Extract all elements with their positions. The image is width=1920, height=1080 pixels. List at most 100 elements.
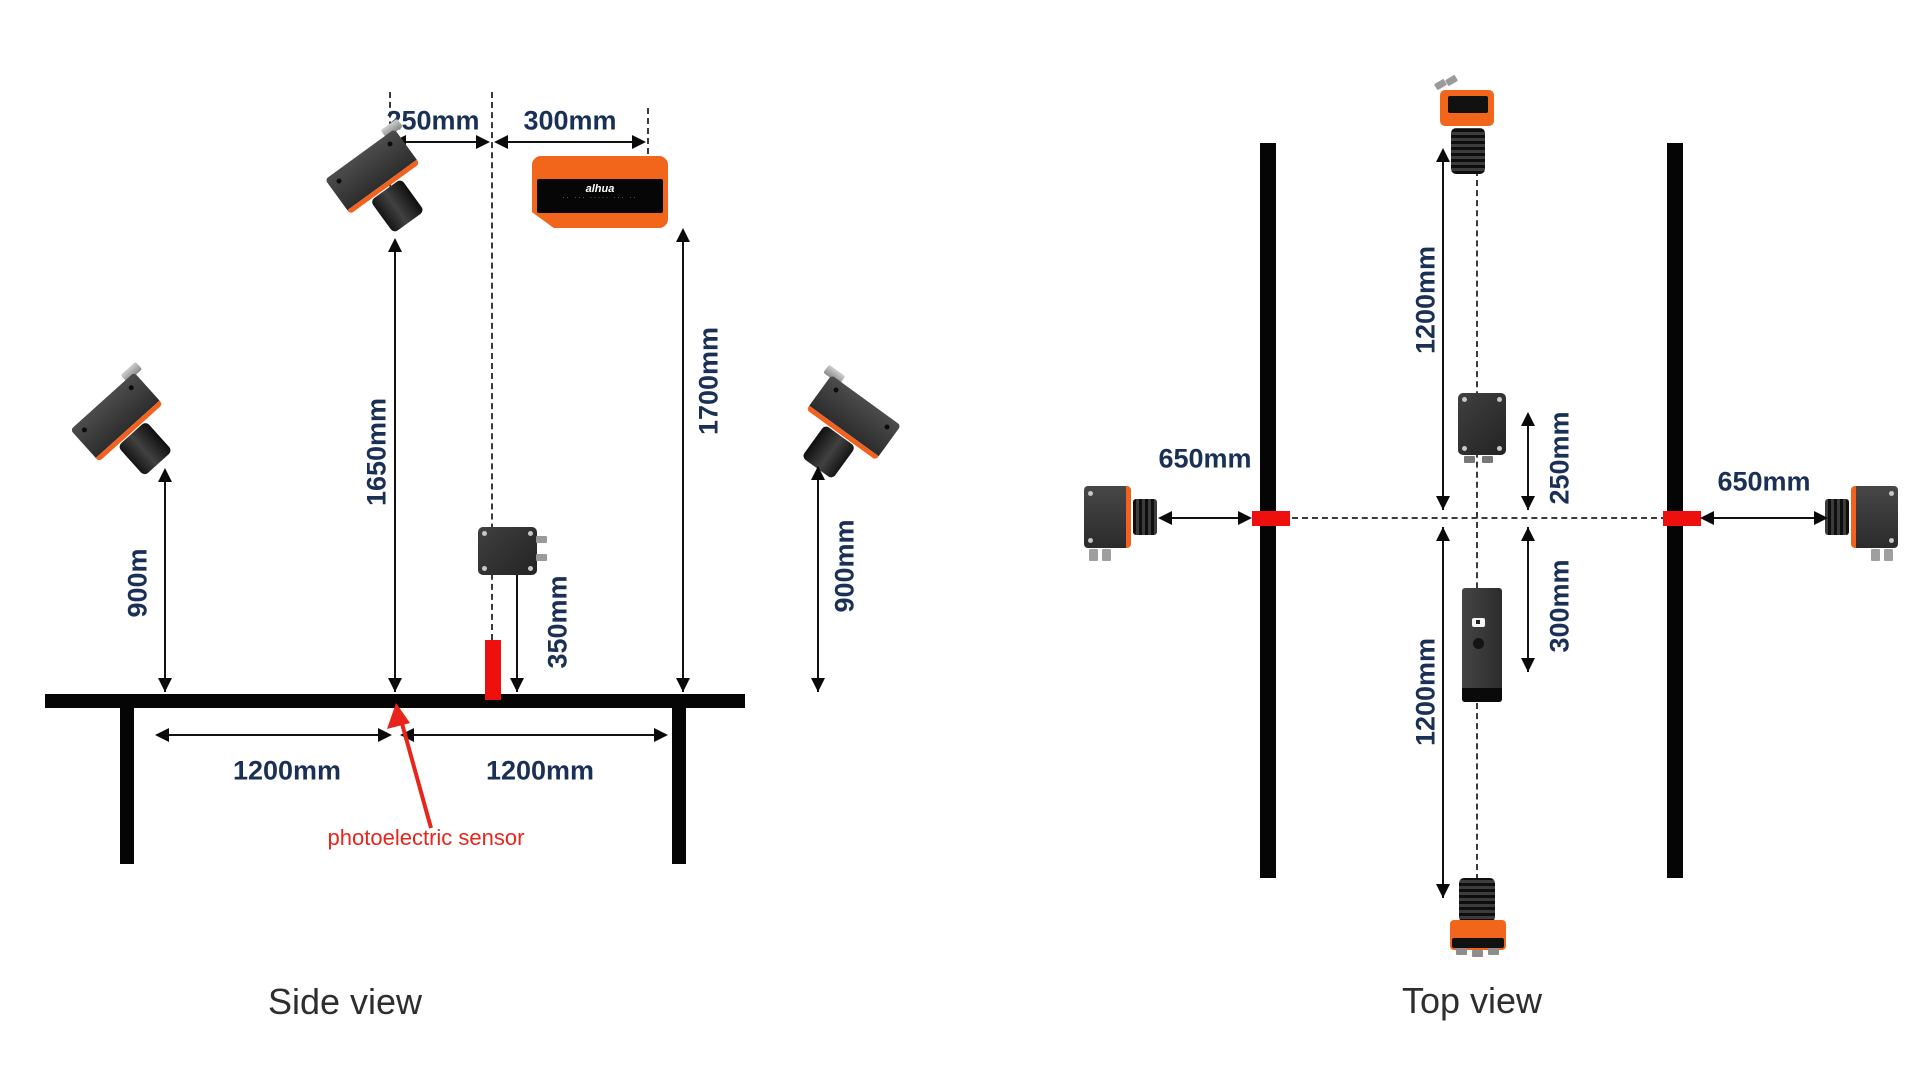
dim-1700-arrow-down <box>676 678 690 692</box>
camera-connector-icon <box>1456 948 1467 955</box>
illuminator-band <box>1462 688 1502 702</box>
dim-900-left-arrow-up <box>158 468 172 482</box>
dim-250-top-arrow-up <box>1521 412 1535 426</box>
dim-650-right-arrow-right <box>1814 511 1828 525</box>
dim-300-arrow-right <box>632 135 646 149</box>
illuminator-device: alhua ·· ··· ····· ··· ·· <box>532 156 668 228</box>
dim-250-top-arrow-down <box>1521 496 1535 510</box>
camera-body <box>1450 920 1506 950</box>
vertical-axis-dashed-line <box>1476 170 1478 880</box>
camera-connector-icon <box>1472 950 1483 957</box>
dim-250-arrow-right <box>476 135 490 149</box>
top-camera <box>1433 74 1496 176</box>
dim-1200-bottom-line <box>1442 527 1444 898</box>
dim-1200-left-arrow-left <box>155 728 169 742</box>
dim-350-line <box>516 575 518 692</box>
dim-900-left-line <box>164 470 166 692</box>
dim-650-right-line <box>1704 517 1824 519</box>
illuminator-front-panel: alhua ·· ··· ····· ··· ·· <box>537 179 663 213</box>
dim-250-top-label: 250mm <box>1544 411 1575 505</box>
photoelectric-sensor-mark-right <box>1663 511 1701 526</box>
dim-250-line <box>394 141 488 143</box>
camera-connector-icon <box>1089 549 1098 561</box>
dim-1200-bottom-arrow-down <box>1436 884 1450 898</box>
camera-connector-icon <box>1488 948 1499 955</box>
illuminator-axis-dashed-line <box>647 108 649 174</box>
dim-1700-line <box>682 230 684 692</box>
dim-1200-right-label: 1200mm <box>485 755 595 786</box>
dim-1650-arrow-down <box>388 678 402 692</box>
radar-connector-icon <box>1464 456 1475 463</box>
dim-1650-arrow-up <box>388 238 402 252</box>
radar-connector-icon <box>536 536 547 543</box>
photoelectric-sensor-mark-left <box>1252 511 1290 526</box>
ground-bar <box>45 694 745 708</box>
right-pole <box>672 708 686 864</box>
dim-900-left-arrow-down <box>158 678 172 692</box>
camera-connector-icon <box>1871 549 1880 561</box>
dim-900-right-arrow-up <box>811 466 825 480</box>
camera-connector-icon <box>1102 549 1111 561</box>
dim-900-right-arrow-down <box>811 678 825 692</box>
illuminator-led-row-icon: ·· ··· ····· ··· ·· <box>562 195 638 201</box>
dim-300-top-line <box>1527 527 1529 672</box>
dim-650-left-label: 650mm <box>1158 443 1252 474</box>
dim-1700-arrow-up <box>676 228 690 242</box>
camera-body <box>1851 486 1898 548</box>
dim-900-right-line <box>817 468 819 692</box>
camera-lens-icon <box>1133 499 1157 535</box>
dim-300-top-arrow-up <box>1521 527 1535 541</box>
side-camera-right-top-view <box>1825 486 1898 564</box>
left-pole <box>1260 143 1276 878</box>
illuminator-lens-icon <box>1473 638 1484 649</box>
dim-1200-top-arrow-down <box>1436 496 1450 510</box>
horizontal-axis-dashed-line <box>1292 517 1667 519</box>
dim-1200-right-arrow-right <box>654 728 668 742</box>
radar-box <box>478 527 547 575</box>
dim-350-arrow-down <box>510 678 524 692</box>
dim-1200-right-line <box>404 734 654 736</box>
dim-1200-top-arrow-up <box>1436 148 1450 162</box>
camera-body <box>1084 486 1131 548</box>
dim-250-top-line <box>1527 414 1529 510</box>
photoelectric-sensor-label: photoelectric sensor <box>327 825 525 850</box>
dim-650-right-arrow-left <box>1700 511 1714 525</box>
dim-250-label: 250mm <box>386 105 480 136</box>
dim-1650-line <box>394 240 396 692</box>
radar-box-top <box>1458 393 1506 463</box>
dim-650-left-arrow-left <box>1158 511 1172 525</box>
sensor-pointer-arrow <box>387 703 433 829</box>
side-view-title: Side view <box>267 981 423 1022</box>
radar-connector-icon <box>536 554 547 561</box>
dim-650-left-arrow-right <box>1238 511 1252 525</box>
illuminator-top-view <box>1462 588 1502 702</box>
bottom-camera <box>1450 878 1506 960</box>
dim-1200-left-arrow-right <box>378 728 392 742</box>
dim-1200-bottom-arrow-up <box>1436 527 1450 541</box>
dim-300-line <box>498 141 642 143</box>
right-pole <box>1667 143 1683 878</box>
top-view-title: Top view <box>1401 980 1543 1021</box>
dim-650-left-line <box>1162 517 1250 519</box>
dim-300-top-arrow-down <box>1521 658 1535 672</box>
dahua-logo-icon: alhua <box>585 183 615 195</box>
camera-lens-icon <box>1825 499 1849 535</box>
camera-lens-icon <box>1459 878 1495 922</box>
left-pole <box>120 708 134 864</box>
dim-300-arrow-left <box>494 135 508 149</box>
side-camera-left-top-view <box>1084 486 1157 564</box>
photoelectric-sensor-bar <box>485 640 501 700</box>
illuminator-window-icon <box>1472 618 1485 627</box>
camera-body <box>1440 90 1494 126</box>
dim-650-right-label: 650mm <box>1717 466 1811 497</box>
dim-1200-left-label: 1200mm <box>232 755 342 786</box>
dim-1200-left-line <box>168 734 388 736</box>
dim-1200-bottom-label: 1200mm <box>1410 637 1441 747</box>
dim-300-label: 300mm <box>523 105 617 136</box>
camera-lens-icon <box>1451 128 1485 174</box>
sensor-axis-dashed-line <box>491 92 493 640</box>
dim-1200-top-label: 1200mm <box>1410 245 1441 355</box>
